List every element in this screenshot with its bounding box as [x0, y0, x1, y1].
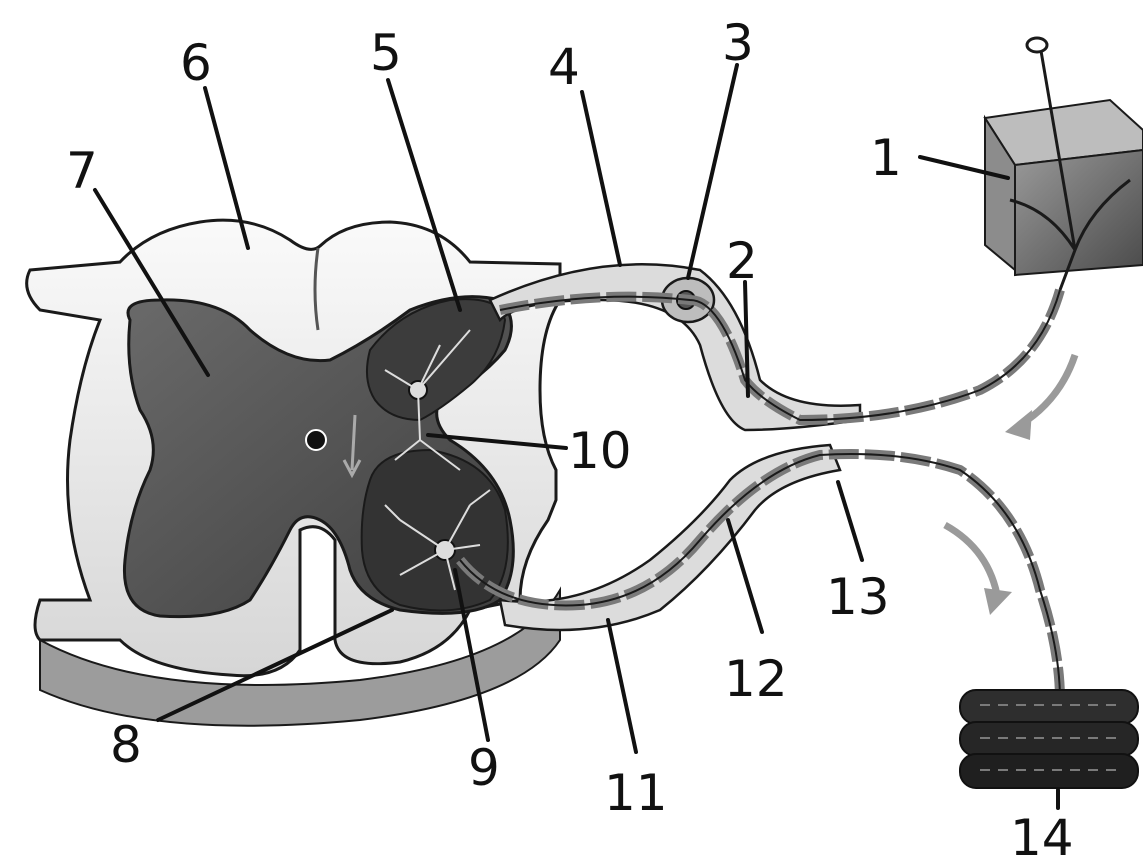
- spinal-cord-section: [27, 220, 560, 726]
- leader-11: [608, 620, 636, 752]
- central-canal: [306, 430, 326, 450]
- label-3: 3: [722, 14, 754, 72]
- label-12: 12: [724, 650, 788, 708]
- label-13: 13: [826, 568, 890, 626]
- muscle-fiber-1: [960, 690, 1138, 724]
- hair-tip: [1027, 38, 1047, 52]
- label-4: 4: [548, 38, 580, 96]
- label-1: 1: [870, 129, 902, 187]
- efferent-arrowhead: [984, 588, 1012, 615]
- leader-12: [728, 520, 762, 632]
- label-7: 7: [66, 142, 98, 200]
- leader-13: [838, 482, 862, 560]
- skin-block-side: [1015, 150, 1143, 275]
- label-6: 6: [180, 34, 212, 92]
- label-5: 5: [370, 24, 402, 82]
- label-8: 8: [110, 716, 142, 774]
- label-9: 9: [468, 739, 500, 797]
- afferent-arrowhead: [1005, 410, 1032, 440]
- label-14: 14: [1010, 809, 1074, 864]
- muscle-effector: [960, 690, 1138, 788]
- efferent-direction-arrow: [945, 525, 998, 600]
- label-10: 10: [568, 422, 632, 480]
- label-2: 2: [726, 232, 758, 290]
- label-11: 11: [604, 764, 668, 822]
- skin-receptor: [985, 38, 1143, 290]
- leader-4: [582, 92, 620, 265]
